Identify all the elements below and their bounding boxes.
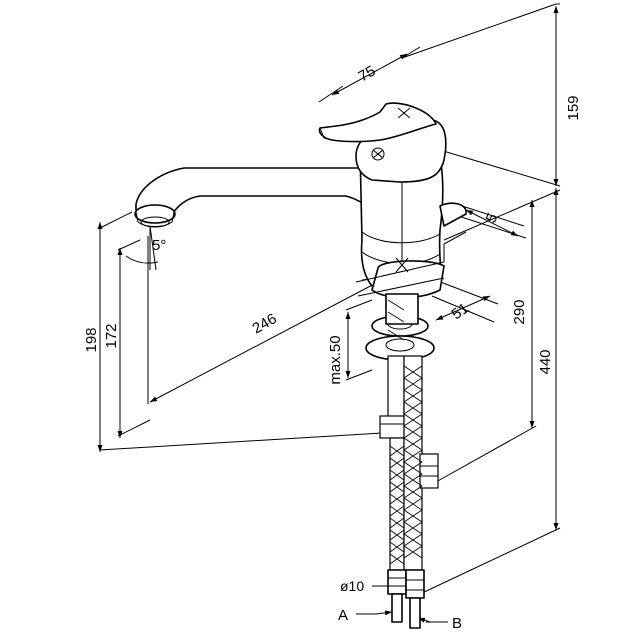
label-246: 246: [250, 310, 280, 337]
label-51: 51: [449, 300, 472, 323]
label-290: 290: [511, 299, 528, 324]
label-75: 75: [356, 62, 379, 85]
faucet-lever: [318, 102, 437, 143]
supply-hoses: [379, 299, 439, 571]
label-172: 172: [103, 323, 120, 348]
dimension-labels: 75 159 5 290 440 51 246 198 172 5° max.5…: [83, 62, 582, 632]
label-dia10: ø10: [340, 578, 364, 594]
sink-plate: [355, 231, 467, 297]
mounting-washers: [365, 293, 435, 361]
label-max50: max.50: [327, 335, 344, 384]
hose-fittings: [387, 569, 425, 629]
faucet-spout: [134, 167, 391, 228]
faucet-body: [355, 119, 467, 299]
label-angle: 5°: [152, 237, 166, 254]
label-198: 198: [83, 327, 100, 352]
dimension-lines: [97, 3, 561, 623]
label-440: 440: [537, 349, 554, 374]
label-connection-a: A: [338, 607, 348, 624]
label-5-top: 5: [483, 211, 502, 226]
label-159: 159: [565, 95, 582, 120]
label-connection-b: B: [452, 615, 462, 632]
